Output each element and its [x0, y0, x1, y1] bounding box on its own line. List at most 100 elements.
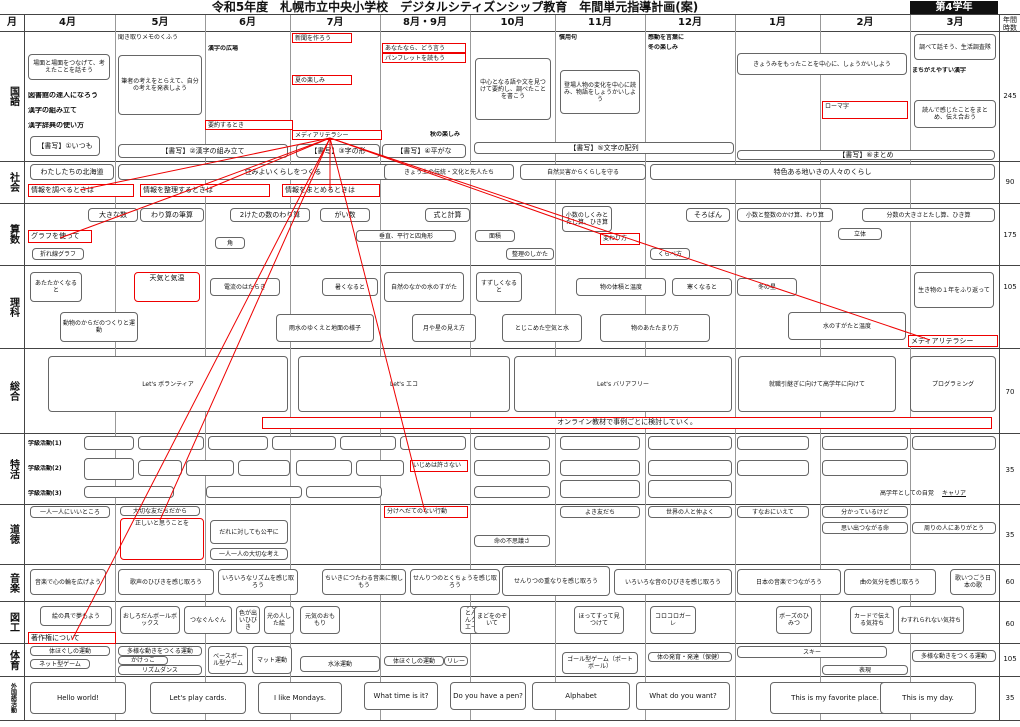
- shakai-unit: きょう土の伝統・文化と先人たち: [384, 164, 514, 180]
- ongaku-unit: いろいろなリズムを感じ取ろう: [218, 569, 298, 595]
- shosha-unit: 【書写】⑥まとめ: [737, 150, 995, 160]
- dotoku-unit: 思い出つながる命: [822, 522, 908, 534]
- kokugo-unit: 登場人物の変化を中心に読み、物語をしょうかいしよう: [560, 70, 640, 114]
- month-2: 2月: [856, 17, 874, 28]
- dotoku-unit: 一人一人にいいところ: [30, 506, 110, 518]
- shosha-unit: 【書写】④平がな: [382, 144, 466, 158]
- media-literacy-highlight: メディアリテラシー: [908, 335, 998, 347]
- sogo-unit: プログラミング: [910, 356, 996, 412]
- month-10: 10月: [500, 17, 525, 28]
- gaikokugo-unit: Do you have a pen?: [450, 682, 526, 710]
- month-6: 6月: [239, 17, 256, 28]
- tokkatsu-label: 高学年としての自覚: [880, 490, 934, 497]
- ongaku-unit: 日本の音楽でつながろう: [737, 569, 841, 595]
- rika-unit: とじこめた空気と水: [502, 314, 582, 342]
- hours-tokkatsu: 35: [1005, 466, 1015, 474]
- kokugo-unit: 漢字の組み立て: [28, 107, 77, 114]
- kokugo-unit: 図書館の達人になろう: [28, 92, 98, 99]
- hours-sogo: 70: [1005, 388, 1015, 396]
- taiiku-unit: ゴール型ゲーム（ポートボール）: [562, 652, 638, 674]
- zuko-unit: わすれられない気持ち: [898, 606, 964, 634]
- ongaku-unit: 歌いつごう日本の歌: [950, 569, 996, 595]
- sogo-unit: Let's バリアフリー: [514, 356, 732, 412]
- zuko-unit: ボーズのひみつ: [776, 606, 812, 634]
- kokugo-unit: きょうみをもったことを中心に、しょうかいしよう: [737, 53, 907, 75]
- kokugo-unit: 冬の楽しみ: [648, 44, 679, 51]
- dotoku-unit: 分かっているけど: [822, 506, 908, 518]
- shakai-info-highlight: 情報を調べるときは: [28, 184, 134, 197]
- gaikokugo-unit: Let's play cards.: [150, 682, 246, 714]
- dotoku-unit: 命の不思議さ: [474, 535, 550, 547]
- rika-unit: 月や星の見え方: [412, 314, 476, 342]
- sansu-unit: わり算の筆算: [140, 208, 204, 222]
- sansu-unit: 大きな数: [88, 208, 138, 222]
- gaikokugo-unit: Hello world!: [30, 682, 126, 714]
- zuko-unit: ほってすって見つけて: [574, 606, 624, 634]
- taiiku-unit: 体ほぐしの運動: [30, 646, 110, 656]
- zuko-unit: 光の人した絵: [264, 606, 294, 634]
- subject-kokugo: 国語: [7, 86, 19, 106]
- rika-unit: 雨水のゆくえと地面の様子: [276, 314, 374, 342]
- taiiku-unit: リレー: [444, 656, 468, 666]
- rika-unit: 物のあたたまり方: [600, 314, 710, 342]
- rika-unit: 水のすがたと温度: [788, 312, 906, 340]
- sogo-unit: Let's ボランティア: [48, 356, 288, 412]
- kokugo-unit-highlight: 要約するとき: [205, 120, 293, 130]
- kokugo-unit: 筆者の考えをとらえて、自分の考えを発表しよう: [118, 55, 202, 115]
- kokugo-unit-highlight: ローマ字: [822, 101, 908, 119]
- zuko-unit: つなぐんぐん: [184, 606, 232, 634]
- dotoku-unit: よき友だち: [560, 506, 640, 518]
- ongaku-unit: いろいろな音のひびきを感じ取ろう: [614, 569, 732, 595]
- dotoku-unit: すなおにいえて: [737, 506, 809, 518]
- kokugo-unit: 聞き取りメモのくふう: [118, 34, 179, 41]
- kokugo-unit: 中心となる語や文を見つけて要約し、調べたことを書こう: [475, 58, 551, 120]
- hours-ongaku: 60: [1005, 578, 1015, 586]
- kokugo-unit: 場面と場面をつなげて、考えたことを話そう: [28, 54, 110, 80]
- zuko-unit: 絵の具で夢もよう: [40, 606, 112, 626]
- ongaku-unit: 歌声のひびきを感じ取ろう: [118, 569, 214, 595]
- zuko-unit: 色が出いひびき: [236, 606, 260, 634]
- rika-unit: すずしくなると: [476, 272, 522, 302]
- sansu-unit: 小数と整数のかけ算、わり算: [737, 208, 833, 222]
- tokkatsu-label: キャリア: [942, 490, 967, 497]
- rika-unit: あたたかくなると: [30, 272, 82, 302]
- gaikokugo-unit: Alphabet: [532, 682, 630, 710]
- dotoku-unit: だれに対しても公平に: [210, 520, 288, 544]
- sansu-unit: 折れ線グラフ: [32, 248, 84, 260]
- gaikokugo-unit: I like Mondays.: [258, 682, 342, 714]
- taiiku-unit: かけっこ: [118, 656, 168, 665]
- month-7: 7月: [326, 17, 344, 28]
- rika-unit: 物の体積と温度: [576, 278, 666, 296]
- ongaku-unit: ちいきにつたわる音楽に親しもう: [322, 569, 406, 595]
- kokugo-unit: 感動を言葉に: [648, 34, 685, 41]
- copyright-highlight: 著作権について: [28, 632, 116, 644]
- hours-dotoku: 35: [1005, 531, 1015, 539]
- rika-unit-highlight: 天気と気温: [134, 272, 200, 302]
- subject-sogo: 総合: [7, 380, 19, 401]
- tokkatsu-label: 学級活動(3): [28, 490, 62, 497]
- shosha-unit: 【書写】③字の形: [296, 144, 380, 158]
- sogo-unit: 就職引継ぎに向けて高学年に向けて: [738, 356, 896, 412]
- subject-shakai: 社会: [7, 172, 19, 192]
- hours-header: 年間時数: [1003, 16, 1017, 32]
- sansu-unit: そろばん: [686, 208, 730, 222]
- tokkatsu-label: 学級活動(1): [28, 440, 62, 447]
- gaikokugo-unit: This is my day.: [880, 682, 976, 714]
- kokugo-unit-highlight: あなたなら、どう言う: [382, 43, 466, 53]
- dotoku-unit: 世界の人と仲よく: [648, 506, 732, 518]
- kokugo-unit: 漢字辞典の使い方: [28, 122, 84, 129]
- dotoku-highlight: 分けへだてのない行動: [384, 506, 468, 518]
- subject-gaikokugo: 外国語活動: [9, 683, 17, 713]
- kokugo-unit: 漢字の広場: [208, 45, 239, 52]
- month-label: 月: [7, 17, 17, 28]
- shakai-info-highlight: 情報をまとめるときは: [282, 184, 380, 197]
- sansu-unit: がい数: [320, 208, 370, 222]
- dotoku-unit: 大切な友だちだから: [120, 506, 200, 516]
- rika-unit: 冬の星: [737, 278, 797, 296]
- zuko-unit: カードで伝える気持ち: [850, 606, 894, 634]
- shakai-unit: 特色ある地いきの人々のくらし: [650, 164, 995, 180]
- shosha-unit: 【書写】⑤文字の配列: [474, 142, 734, 154]
- hours-sansu: 175: [1003, 231, 1017, 239]
- taiiku-unit: リズムダンス: [118, 665, 202, 675]
